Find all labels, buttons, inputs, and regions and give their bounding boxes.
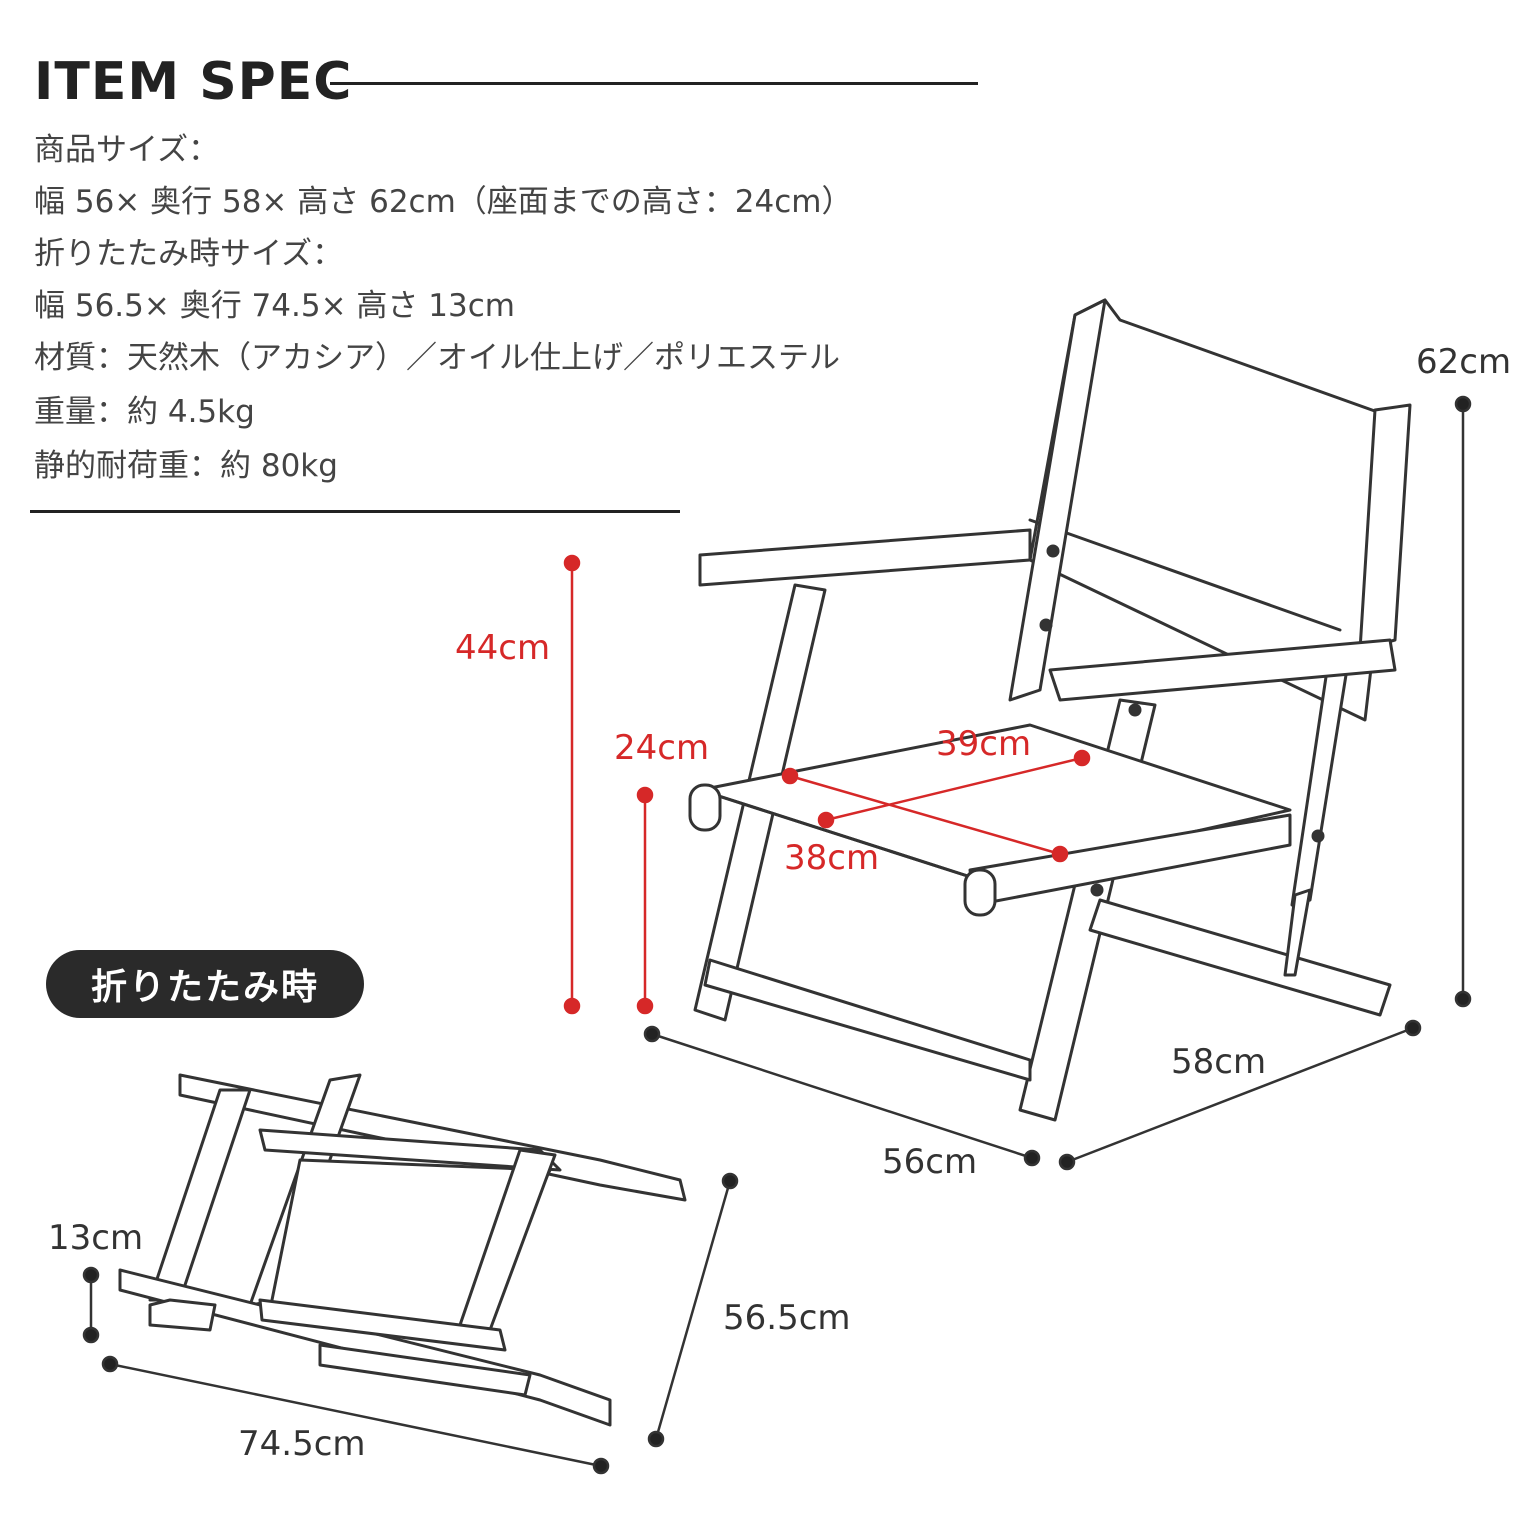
dimension-folded-height: 13cm — [48, 1218, 144, 1258]
chair-armrest-left — [698, 528, 1032, 587]
dimension-seat-depth: 38cm — [784, 838, 880, 878]
spec-product-size: 幅 56× 奥行 58× 高さ 62cm（座面までの高さ：24cm） — [34, 184, 853, 220]
folded-badge: 折りたたみ時 — [46, 950, 364, 1018]
spec-weight: 重量：約 4.5kg — [34, 394, 255, 430]
dimension-seat-height: 24cm — [614, 728, 710, 768]
spec-load-capacity: 静的耐荷重：約 80kg — [34, 448, 338, 484]
page-title: ITEM SPEC — [34, 52, 353, 112]
title-divider — [330, 82, 978, 85]
dimension-folded-depth: 74.5cm — [238, 1424, 366, 1464]
red-dimension-lines — [563, 554, 1091, 1015]
chair-armrest-right — [1048, 638, 1397, 702]
dimension-width: 56cm — [882, 1142, 978, 1182]
chair-base-rail — [703, 958, 1032, 1082]
spec-material: 材質：天然木（アカシア）／オイル仕上げ／ポリエステル — [34, 340, 840, 376]
dimension-depth: 58cm — [1171, 1042, 1267, 1082]
spec-divider — [30, 510, 680, 513]
dimension-total-height: 62cm — [1416, 342, 1512, 382]
dimension-seat-width: 39cm — [936, 724, 1032, 764]
chair-back-post-left — [1008, 298, 1107, 702]
chair-back-post-right — [1358, 403, 1412, 652]
dimension-armrest-height: 44cm — [455, 628, 551, 668]
dimension-folded-width: 56.5cm — [723, 1298, 851, 1338]
black-dimension-lines — [82, 395, 1472, 1475]
spec-product-size-label: 商品サイズ： — [34, 132, 220, 168]
spec-folded-size: 幅 56.5× 奥行 74.5× 高さ 13cm — [34, 288, 515, 324]
folded-chair-illustration — [118, 1073, 687, 1427]
spec-folded-size-label: 折りたたみ時サイズ： — [34, 236, 344, 272]
